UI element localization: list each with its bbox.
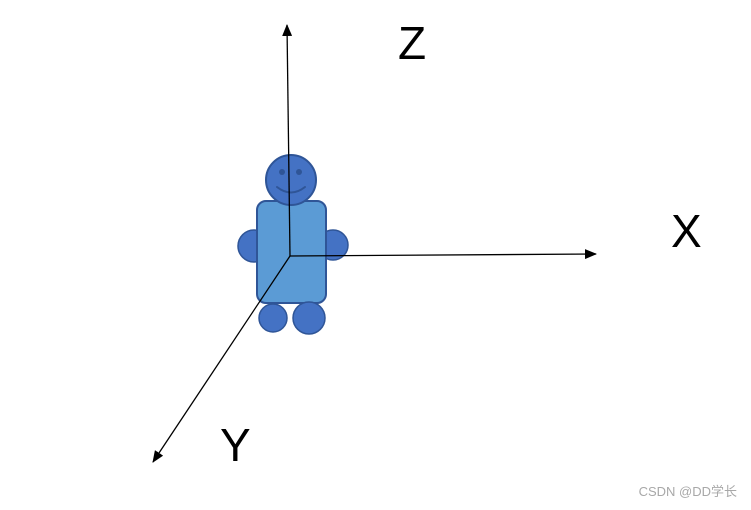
right-eye: [296, 169, 302, 175]
watermark: CSDN @DD学长: [638, 484, 737, 499]
z-axis: [282, 24, 293, 257]
left-eye: [279, 169, 285, 175]
robot-figure: [237, 154, 349, 335]
robot-body: [256, 200, 327, 304]
x-axis-label: X: [671, 205, 702, 257]
smile: [276, 186, 306, 194]
axes: [152, 24, 597, 463]
x-axis: [289, 249, 597, 260]
y-axis: [152, 255, 291, 463]
robot-head: [265, 154, 317, 206]
y-axis-label: Y: [220, 419, 251, 471]
right-leg: [292, 301, 326, 335]
left-leg: [258, 303, 288, 333]
z-axis-label: Z: [398, 17, 427, 69]
